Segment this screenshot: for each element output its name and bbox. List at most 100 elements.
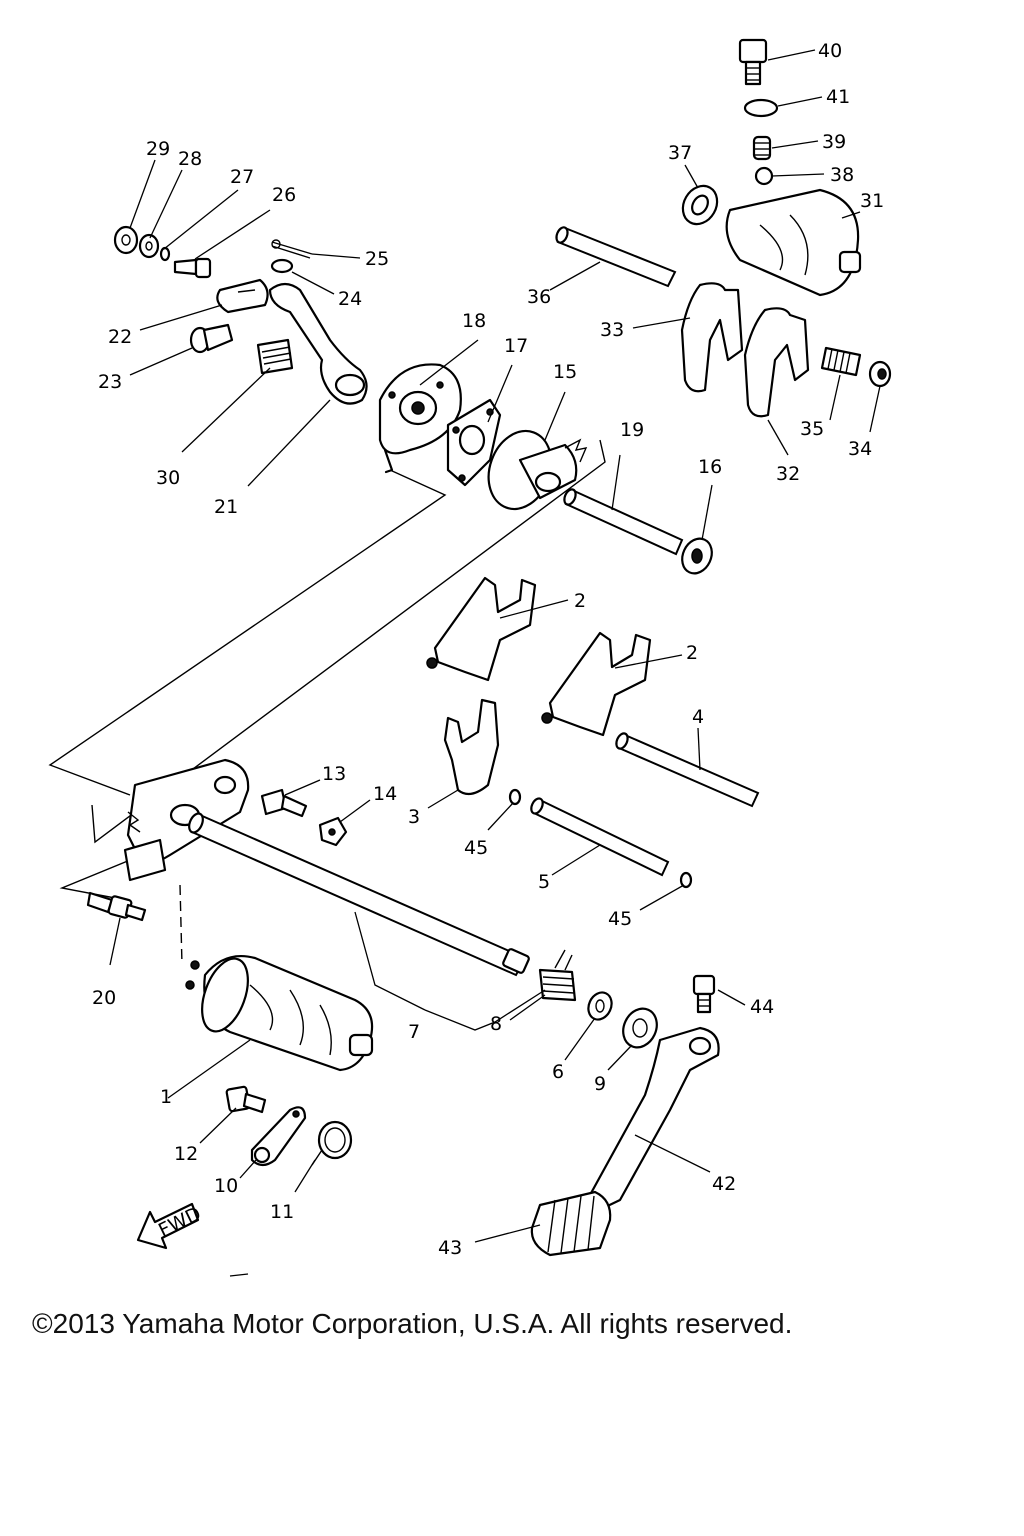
label-29: 29 [146, 138, 170, 160]
label-39: 39 [822, 131, 846, 153]
copyright-notice: ©2013 Yamaha Motor Corporation, U.S.A. A… [32, 1308, 793, 1339]
cover-plate-18 [378, 363, 462, 474]
label-2b: 2 [686, 642, 698, 664]
label-42: 42 [712, 1173, 736, 1195]
pedal-rubber-43 [530, 1190, 612, 1257]
label-8: 8 [490, 1013, 502, 1035]
bolt-20 [86, 891, 147, 922]
joint-22 [216, 278, 269, 314]
label-28: 28 [178, 148, 202, 170]
label-43: 43 [438, 1237, 462, 1259]
label-16: 16 [698, 456, 722, 478]
label-27: 27 [230, 166, 254, 188]
shaft-4 [615, 732, 760, 808]
label-41: 41 [826, 86, 850, 108]
cotter-pin-25 [271, 239, 313, 259]
shift-fork-2b [541, 631, 652, 737]
spring-39 [752, 135, 772, 161]
circlip-45b [679, 871, 693, 889]
shaft-19 [563, 488, 684, 556]
label-45b: 45 [608, 908, 632, 930]
shift-fork-2a [426, 576, 537, 682]
shift-fork-3 [443, 698, 500, 796]
shift-pedal-42 [587, 1026, 720, 1214]
assembly-guide-lines [48, 439, 606, 966]
label-18: 18 [462, 310, 486, 332]
label-44: 44 [750, 996, 774, 1018]
washer-34 [868, 360, 892, 388]
oil-seal-37 [681, 184, 719, 226]
label-36: 36 [527, 286, 551, 308]
label-9: 9 [594, 1073, 606, 1095]
label-20: 20 [92, 987, 116, 1009]
pin-23 [189, 323, 234, 354]
bolt-44 [692, 974, 716, 1014]
label-33: 33 [600, 319, 624, 341]
label-22: 22 [108, 326, 132, 348]
bolt-40 [738, 38, 768, 86]
label-38: 38 [830, 164, 854, 186]
label-35: 35 [800, 418, 824, 440]
label-12: 12 [174, 1143, 198, 1165]
part-labels: 40 41 39 38 37 31 36 33 18 17 15 35 34 3… [92, 40, 884, 1259]
label-4: 4 [692, 706, 704, 728]
label-7: 7 [408, 1021, 420, 1043]
washer-41 [743, 98, 779, 118]
spring-30 [256, 338, 294, 375]
fwd-arrow-icon: FWD [136, 1203, 205, 1250]
label-10: 10 [214, 1175, 238, 1197]
label-1: 1 [160, 1086, 172, 1108]
label-26: 26 [272, 184, 296, 206]
spring-35 [820, 346, 862, 377]
bolt-13 [260, 788, 308, 818]
label-23: 23 [98, 371, 122, 393]
label-13: 13 [322, 763, 346, 785]
gasket-17 [446, 398, 502, 487]
label-40: 40 [818, 40, 842, 62]
shift-cam-15 [487, 429, 588, 511]
shift-arm-21 [268, 282, 368, 405]
label-21: 21 [214, 496, 238, 518]
circlip-24 [270, 258, 294, 274]
stopper-plate-14 [318, 816, 348, 847]
spring-11 [311, 1120, 353, 1166]
label-19: 19 [620, 419, 644, 441]
label-30: 30 [156, 467, 180, 489]
ball-38 [754, 166, 774, 186]
label-32: 32 [776, 463, 800, 485]
spring-8 [538, 949, 577, 1002]
shift-fork-33 [680, 282, 744, 393]
bolt-26 [173, 257, 212, 279]
fwd-label: FWD [155, 1203, 205, 1242]
shift-shaft-plate [123, 758, 250, 882]
label-2a: 2 [574, 590, 586, 612]
leader-lines [109, 49, 881, 1243]
label-11: 11 [270, 1201, 294, 1223]
label-3: 3 [408, 806, 420, 828]
washer-6 [587, 991, 613, 1021]
label-6: 6 [552, 1061, 564, 1083]
shift-fork-32 [743, 307, 810, 418]
washer-28 [138, 233, 160, 259]
shift-shaft-7 [188, 812, 530, 977]
washer-27 [159, 246, 171, 262]
label-31: 31 [860, 190, 884, 212]
shift-mechanism-exploded-diagram: FWD [48, 38, 892, 1277]
label-17: 17 [504, 335, 528, 357]
label-34: 34 [848, 438, 872, 460]
label-25: 25 [365, 248, 389, 270]
oil-seal-9 [622, 1007, 658, 1049]
nut-29 [113, 225, 139, 255]
label-15: 15 [553, 361, 577, 383]
label-45a: 45 [464, 837, 488, 859]
shift-drum-1 [185, 954, 374, 1072]
stopper-lever-10 [250, 1106, 307, 1167]
label-14: 14 [373, 783, 397, 805]
label-5: 5 [538, 871, 550, 893]
shaft-36 [555, 226, 677, 288]
circlip-45a [508, 788, 522, 806]
bolt-12 [225, 1085, 267, 1114]
seal-16 [681, 537, 713, 575]
label-37: 37 [668, 142, 692, 164]
label-24: 24 [338, 288, 362, 310]
